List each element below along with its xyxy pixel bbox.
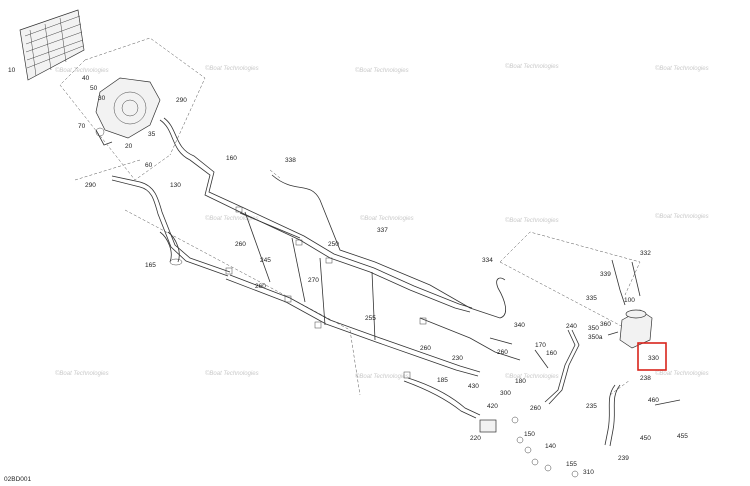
watermark: ©Boat Technologies — [55, 67, 109, 74]
part-label: 340 — [514, 322, 525, 329]
part-label: 230 — [452, 355, 463, 362]
part-label: 160 — [226, 155, 237, 162]
part-label: 20 — [125, 143, 133, 150]
watermark: ©Boat Technologies — [205, 370, 259, 377]
part-label: 185 — [437, 377, 448, 384]
fittings — [479, 349, 681, 478]
watermark: ©Boat Technologies — [205, 65, 259, 72]
diagram-code: 02BD001 — [4, 476, 31, 483]
part-label: 260 — [530, 405, 541, 412]
part-label: 60 — [145, 162, 153, 169]
watermark: ©Boat Technologies — [655, 370, 709, 377]
part-label: 455 — [677, 433, 688, 440]
part-label: 350 — [588, 325, 599, 332]
hoses — [111, 117, 621, 447]
part-label: 360 — [600, 321, 611, 328]
part-label: 130 — [170, 182, 181, 189]
watermark: ©Boat Technologies — [205, 215, 259, 222]
watermark: ©Boat Technologies — [505, 63, 559, 70]
watermark: ©Boat Technologies — [355, 67, 409, 74]
part-label: 35 — [148, 131, 156, 138]
part-label: 30 — [98, 95, 106, 102]
part-label: 260 — [420, 345, 431, 352]
part-label: 334 — [482, 257, 493, 264]
part-label: 460 — [648, 397, 659, 404]
watermarks: ©Boat Technologies ©Boat Technologies ©B… — [55, 63, 709, 380]
part-label: 10 — [8, 67, 16, 74]
part-label: 350a — [588, 334, 603, 341]
highlight-box — [637, 342, 667, 371]
part-label: 337 — [377, 227, 388, 234]
part-label: 140 — [545, 443, 556, 450]
part-label: 239 — [618, 455, 629, 462]
part-label: 170 — [535, 342, 546, 349]
part-label: 338 — [285, 157, 296, 164]
part-label: 165 — [145, 262, 156, 269]
part-label: 300 — [500, 390, 511, 397]
part-label: 40 — [82, 75, 90, 82]
part-label: 155 — [566, 461, 577, 468]
watermark: ©Boat Technologies — [55, 370, 109, 377]
part-label: 180 — [515, 378, 526, 385]
part-label: 70 — [78, 123, 86, 130]
part-label: 245 — [260, 257, 271, 264]
part-label: 420 — [487, 403, 498, 410]
watermark: ©Boat Technologies — [505, 373, 559, 380]
part-label: 238 — [640, 375, 651, 382]
part-label: 260 — [497, 349, 508, 356]
part-label: 255 — [365, 315, 376, 322]
clamps — [225, 206, 427, 379]
part-label: 339 — [600, 271, 611, 278]
radiator — [19, 9, 85, 81]
part-label: 240 — [566, 323, 577, 330]
part-label: 290 — [85, 182, 96, 189]
part-label: 450 — [640, 435, 651, 442]
pump-assembly — [95, 77, 161, 146]
part-label: 250 — [328, 241, 339, 248]
part-label: 270 — [308, 277, 319, 284]
part-label: 160 — [546, 350, 557, 357]
part-label: 335 — [586, 295, 597, 302]
part-label: 235 — [586, 403, 597, 410]
part-label: 330 — [648, 355, 659, 362]
part-label: 332 — [640, 250, 651, 257]
part-label: 310 — [583, 469, 594, 476]
leader-lines — [59, 37, 641, 396]
part-label: 150 — [524, 431, 535, 438]
watermark: ©Boat Technologies — [360, 215, 414, 222]
part-labels: 10 40 50 30 70 290 35 20 60 290 130 160 … — [8, 67, 688, 476]
part-label: 260 — [255, 283, 266, 290]
part-label: 100 — [624, 297, 635, 304]
part-label: 260 — [235, 241, 246, 248]
part-label: 290 — [176, 97, 187, 104]
watermark: ©Boat Technologies — [355, 373, 409, 380]
part-label: 220 — [470, 435, 481, 442]
watermark: ©Boat Technologies — [655, 65, 709, 72]
watermark: ©Boat Technologies — [655, 213, 709, 220]
part-label: 50 — [90, 85, 98, 92]
coolant-reservoir — [607, 259, 653, 349]
watermark: ©Boat Technologies — [505, 217, 559, 224]
part-label: 430 — [468, 383, 479, 390]
